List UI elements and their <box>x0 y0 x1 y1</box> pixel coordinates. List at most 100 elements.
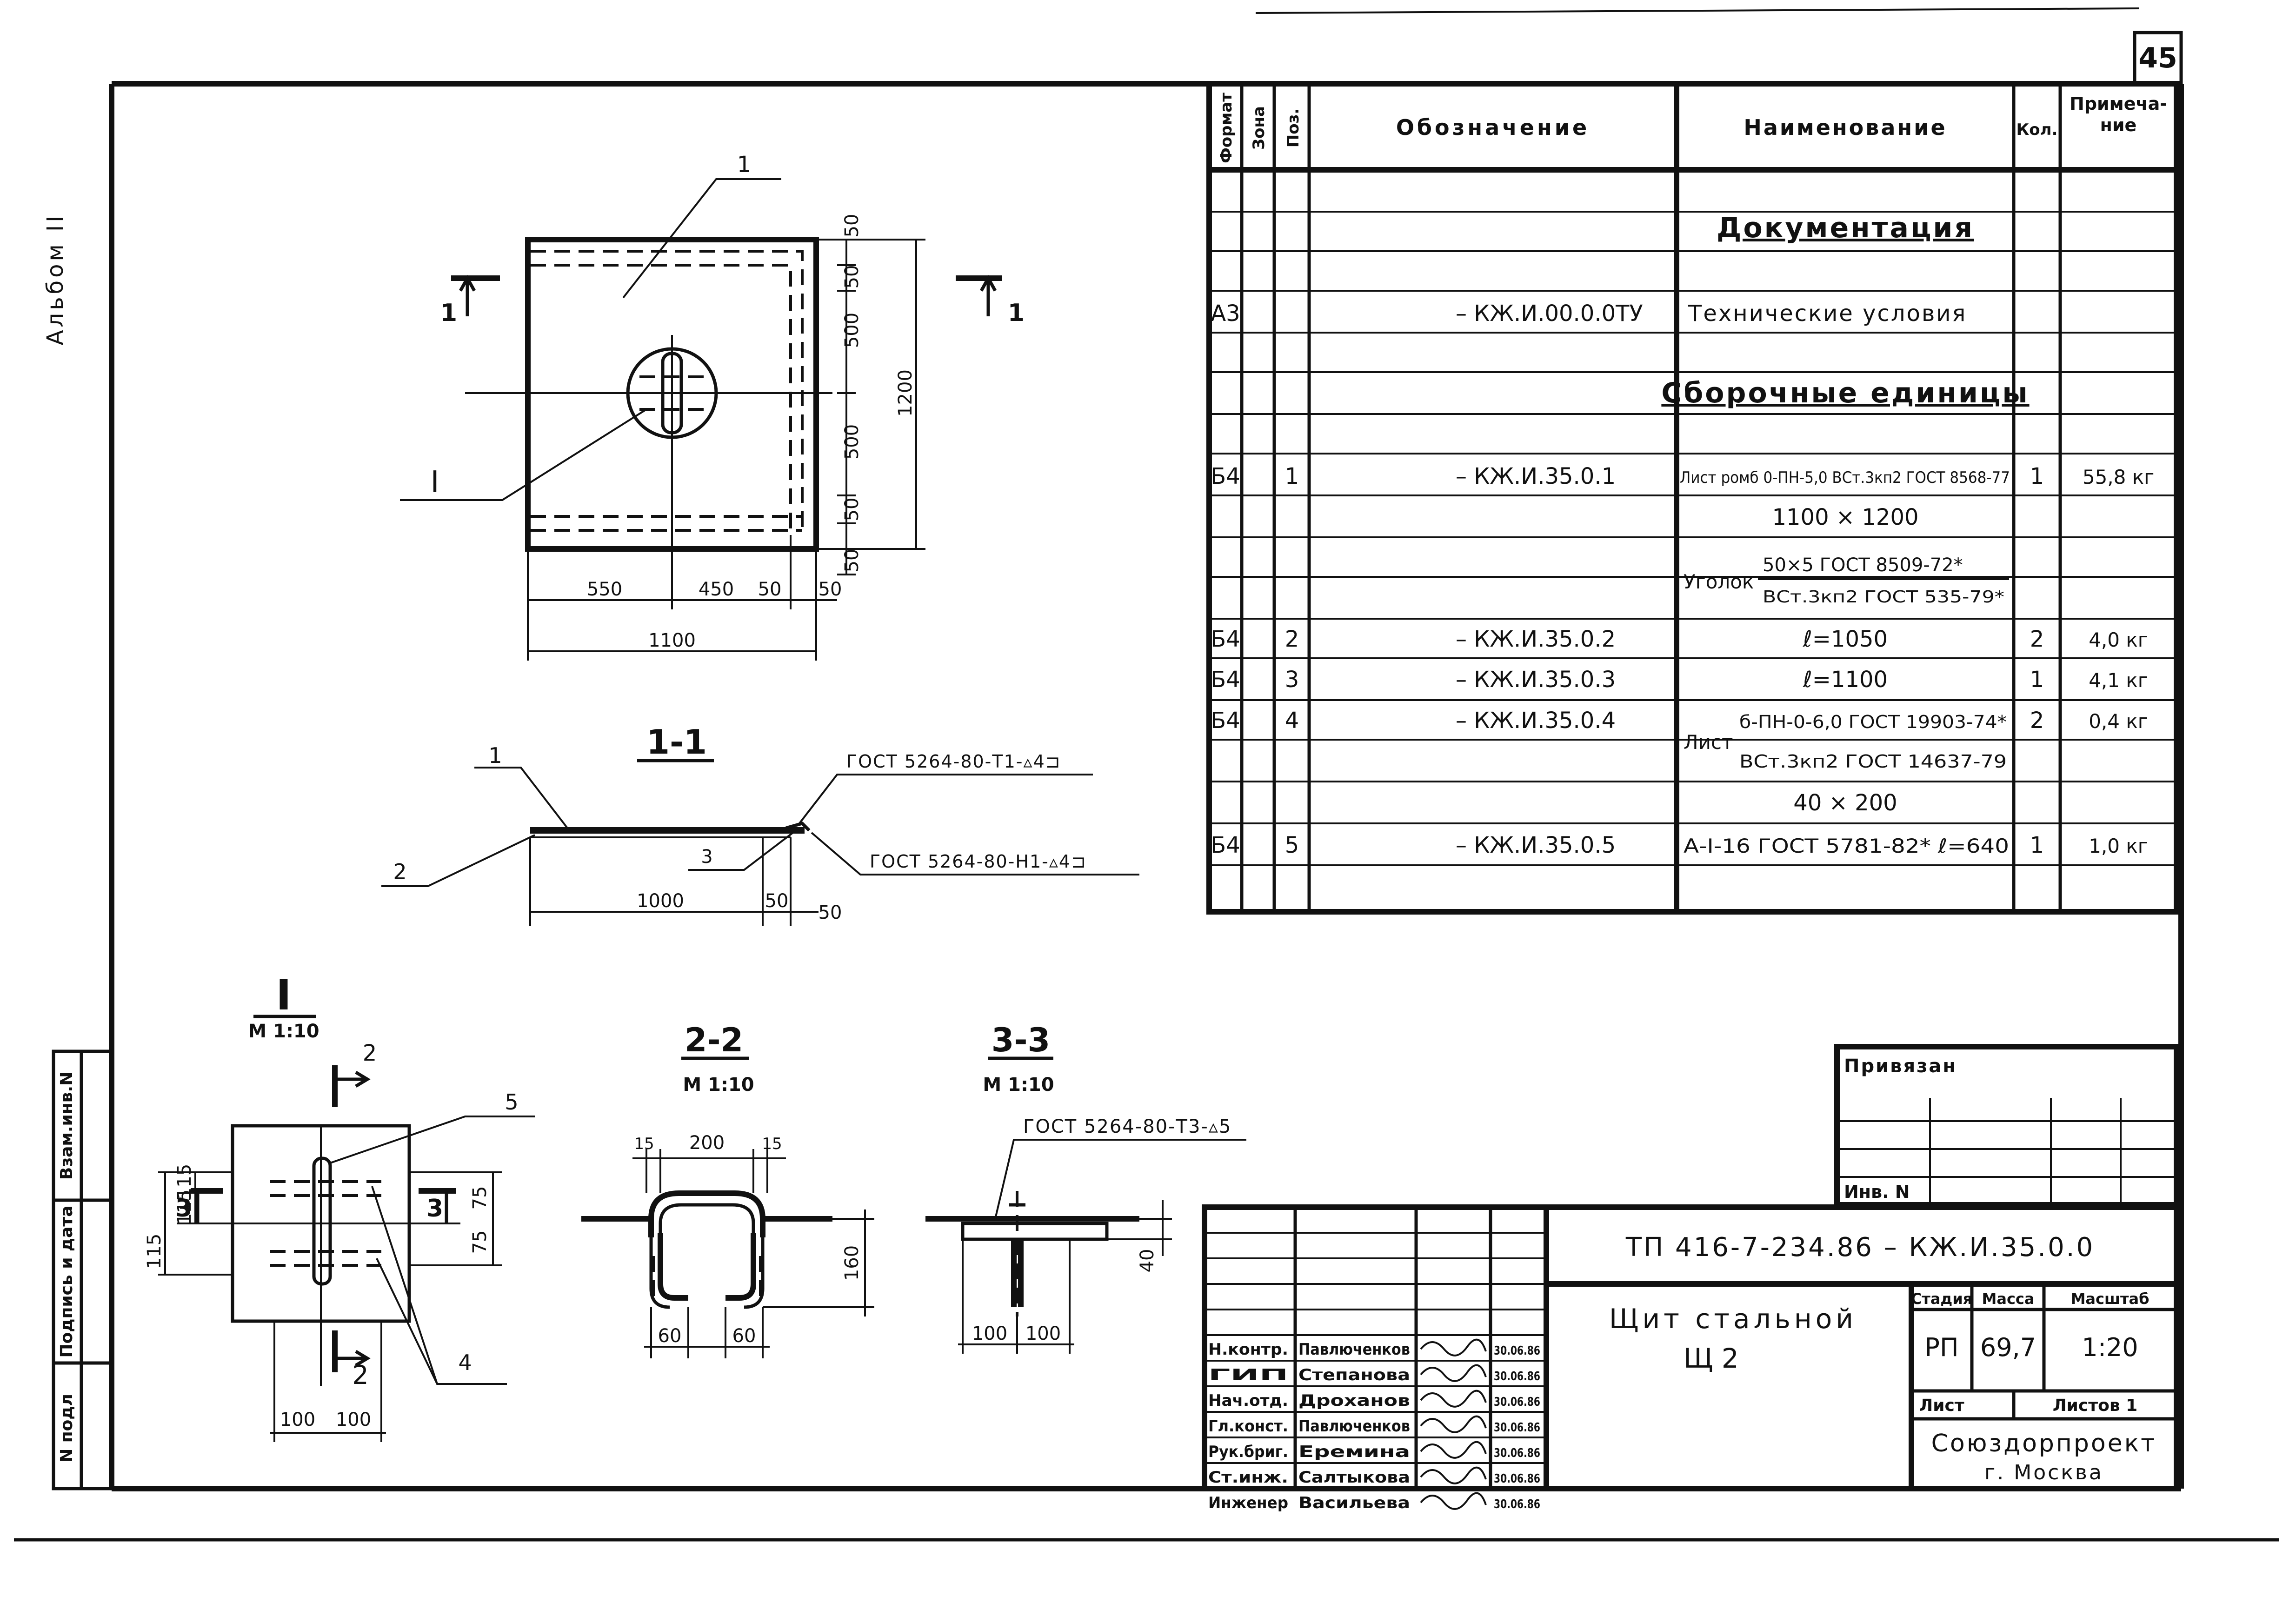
hdr-designation: Обозначение <box>1396 115 1590 140</box>
section33-dim-height: 40 <box>1137 1249 1158 1273</box>
plan-dim-height: 1200 <box>895 369 916 417</box>
plan-dim-b3: 50 <box>758 579 782 600</box>
role-name-6: Салтыкова <box>1298 1468 1410 1487</box>
detailI-dim-r2: 75 <box>469 1230 491 1254</box>
title-block: ТП 416-7-234.86 – КЖ.И.35.0.0 Щит стальн… <box>1202 1204 2179 1491</box>
role-title-1: Н.контр. <box>1208 1340 1288 1359</box>
section33-scale: М 1:10 <box>983 1074 1054 1096</box>
scale-label: Масштаб <box>2071 1290 2150 1308</box>
row-tu-designation: – КЖ.И.00.0.0ТУ <box>1456 301 1643 327</box>
row5-note: 1,0 кг <box>2089 835 2148 857</box>
plan-dim-r4: 500 <box>841 424 863 460</box>
detailI-dim-b2: 100 <box>336 1409 371 1430</box>
stage-value: РП <box>1924 1333 1958 1362</box>
section22-dim-t1: 15 <box>634 1135 654 1153</box>
role-name-1: Павлюченков <box>1298 1340 1410 1359</box>
row2-note: 4,0 кг <box>2089 628 2148 651</box>
section22-dim-b2: 60 <box>732 1325 756 1347</box>
row4-note: 0,4 кг <box>2089 710 2148 733</box>
section-1-1: 1-1 1000 50 50 1 2 3 ГОСТ 5264-80-Т1-▵4⊐… <box>381 722 1139 926</box>
section33-title: 3-3 <box>992 1021 1050 1059</box>
role-date-2: 30.06.86 <box>1494 1370 1540 1383</box>
role-title-7: Инженер <box>1208 1494 1288 1512</box>
detailI-dim-r1: 75 <box>469 1186 491 1210</box>
role-date-4: 30.06.86 <box>1494 1421 1540 1435</box>
row1-note: 55,8 кг <box>2083 466 2154 488</box>
plan-section-mark-right: 1 <box>1008 299 1025 327</box>
signature-4 <box>1420 1415 1487 1433</box>
angle-prefix: Уголок <box>1684 570 1754 593</box>
section22-dim-t2: 200 <box>689 1132 725 1154</box>
section-2-2: 2-2 М 1:10 15 200 15 160 60 60 <box>581 1021 874 1358</box>
section11-dim-a: 1000 <box>637 890 684 912</box>
plan-dim-b4: 50 <box>819 579 842 600</box>
section-assembly-units: Сборочные единицы <box>1661 377 2029 409</box>
section11-weld-bottom: ГОСТ 5264-80-Н1-▵4⊐ <box>870 851 1087 872</box>
row2-qty: 2 <box>2030 626 2044 652</box>
row4-prefix: Лист <box>1684 731 1733 754</box>
signature-5 <box>1420 1441 1487 1459</box>
section11-weld-top: ГОСТ 5264-80-Т1-▵4⊐ <box>846 751 1061 772</box>
detailI-pos5: 5 <box>505 1089 518 1115</box>
row3-designation: – КЖ.И.35.0.3 <box>1456 667 1616 693</box>
hdr-pos: Поз. <box>1284 108 1303 148</box>
hdr-note: Примеча-ние <box>2070 94 2167 135</box>
role-title-4: Гл.конст. <box>1208 1417 1288 1436</box>
row1-format: Б4 <box>1211 463 1240 489</box>
hdr-qty: Кол. <box>2016 120 2058 139</box>
stage-label: Стадия <box>1911 1290 1972 1308</box>
stamp-sign-date: Подпись и дата <box>57 1206 76 1358</box>
title-name-line2: Щ 2 <box>1684 1343 1739 1374</box>
row2-designation: – КЖ.И.35.0.2 <box>1456 626 1616 652</box>
detailI-title: I <box>276 971 292 1020</box>
spec-table: Формат Зона Поз. Обозначение Наименовани… <box>1206 81 2179 915</box>
mass-value: 69,7 <box>1980 1333 2036 1362</box>
row1b-name: 1100 × 1200 <box>1772 504 1918 530</box>
detailI-dim-l2: 115 <box>174 1189 195 1225</box>
row2-format: Б4 <box>1211 626 1240 652</box>
role-date-1: 30.06.86 <box>1494 1344 1540 1358</box>
angle-bottom: ВСт.3кп2 ГОСТ 535-79* <box>1763 588 2004 607</box>
row2-pos: 2 <box>1285 626 1299 652</box>
section11-pos1: 1 <box>488 743 502 768</box>
row4b-name: 40 × 200 <box>1793 790 1897 816</box>
doc-code: ТП 416-7-234.86 – КЖ.И.35.0.0 <box>1625 1232 2095 1263</box>
hdr-format: Формат <box>1217 93 1236 163</box>
mass-label: Масса <box>1982 1290 2035 1308</box>
plan-dim-r5: 50 <box>841 498 863 521</box>
plan-dim-r1: 50 <box>841 214 863 238</box>
album-label: Альбом II <box>42 213 68 346</box>
sheet-label: Лист <box>1919 1396 1964 1415</box>
section22-scale: М 1:10 <box>683 1074 754 1096</box>
plan-dim-r6: 50 <box>841 549 863 573</box>
row4-bottom: ВСт.3кп2 ГОСТ 14637-79 <box>1739 751 2007 772</box>
stamp-ref-inv: Взам.инв.N <box>57 1072 76 1180</box>
detailI-mark2-bottom: 2 <box>352 1360 369 1390</box>
role-name-3: Дроханов <box>1298 1391 1410 1410</box>
role-title-5: Рук.бриг. <box>1208 1443 1288 1461</box>
row4-designation: – КЖ.И.35.0.4 <box>1456 708 1616 734</box>
row4-qty: 2 <box>2030 708 2044 734</box>
section33-dim-b2: 100 <box>1025 1323 1061 1344</box>
row1-pos: 1 <box>1285 463 1299 489</box>
role-title-6: Ст.инж. <box>1208 1468 1288 1487</box>
org-name: Союздорпроект <box>1931 1430 2157 1457</box>
detailI-mark3-right: 3 <box>426 1195 443 1223</box>
privyazan-block: Привязан Инв. N <box>1834 1044 2179 1208</box>
plan-dim-r3: 500 <box>841 313 863 348</box>
row1-designation: – КЖ.И.35.0.1 <box>1456 463 1616 489</box>
sheets-label: Листов 1 <box>2053 1396 2137 1415</box>
role-title-2: ГИП <box>1208 1366 1288 1384</box>
row4-top: б-ПН-0-6,0 ГОСТ 19903-74* <box>1739 712 2007 732</box>
signature-7 <box>1420 1492 1487 1510</box>
hdr-name: Наименование <box>1744 115 1947 140</box>
section22-dim-b1: 60 <box>658 1325 682 1347</box>
org-city: г. Москва <box>1984 1461 2103 1484</box>
detailI-mark2-top: 2 <box>363 1040 377 1066</box>
row2-name: ℓ=1050 <box>1803 626 1888 652</box>
plan-dim-b2: 450 <box>699 579 734 600</box>
row3-qty: 1 <box>2030 667 2044 693</box>
role-date-3: 30.06.86 <box>1494 1395 1540 1409</box>
signature-2 <box>1420 1364 1487 1382</box>
section33-weld: ГОСТ 5264-80-Т3-▵5 <box>1023 1116 1231 1137</box>
